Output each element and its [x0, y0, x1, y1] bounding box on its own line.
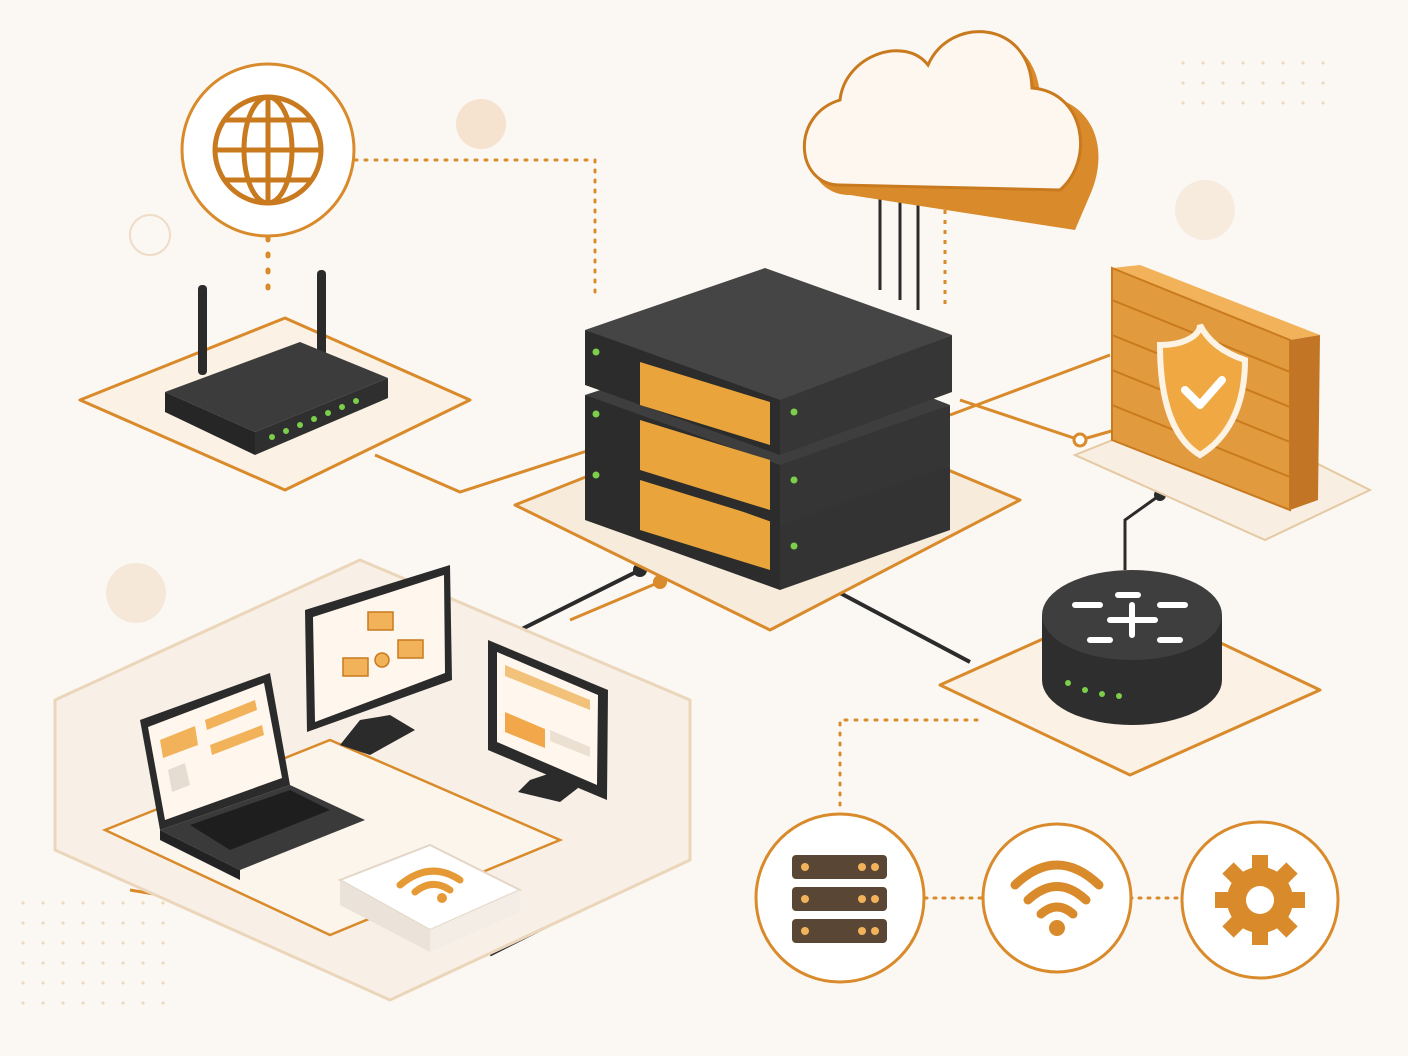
cable-switch-router: [824, 583, 971, 664]
monitor-stand: [340, 715, 415, 755]
settings-node[interactable]: [1180, 820, 1340, 980]
server-rack-icon: [792, 855, 887, 943]
decor-circle: [1175, 180, 1235, 240]
antenna: [317, 270, 326, 365]
cable-firewall-router: [1123, 493, 1161, 570]
wifi-icon: [1010, 860, 1104, 919]
decor-circle: [106, 563, 166, 623]
core-router[interactable]: [1042, 570, 1222, 725]
link-router-switch: [374, 448, 591, 494]
cable-cloud-switch: [878, 190, 920, 310]
arrows-icon: [1072, 592, 1188, 643]
wifi-node[interactable]: [981, 822, 1133, 974]
shield-check-icon: [1156, 323, 1249, 459]
globe-icon: [212, 94, 324, 206]
hierarchy-icon: [342, 611, 424, 677]
decor-circle: [129, 214, 171, 256]
access-point[interactable]: [337, 843, 523, 952]
dot-grid-decoration: [15, 900, 165, 1020]
dotted-link-globe-switch: [353, 158, 597, 302]
dot-grid-decoration: [1170, 45, 1340, 120]
switch-stack[interactable]: [585, 268, 952, 590]
status-leds: [592, 348, 798, 550]
status-leds: [269, 398, 359, 440]
wireless-router[interactable]: [165, 270, 388, 455]
antenna: [198, 285, 207, 375]
decor-circle: [456, 99, 506, 149]
laptop[interactable]: [140, 673, 365, 880]
dotted-link-router-servers: [838, 718, 987, 807]
servers-node[interactable]: [754, 812, 926, 984]
status-leds: [1065, 680, 1122, 699]
switch-unit: [585, 268, 952, 455]
globe-node[interactable]: [180, 62, 356, 238]
monitor-dashboard[interactable]: [488, 640, 608, 802]
dashboard-panels: [505, 665, 590, 757]
gear-icon: [1215, 855, 1305, 945]
wifi-icon: [396, 867, 464, 896]
monitor-org-chart[interactable]: [305, 565, 452, 755]
screen-content: [160, 700, 264, 792]
cloud-node[interactable]: [802, 30, 1099, 231]
firewall[interactable]: [1111, 265, 1320, 512]
keyboard: [190, 790, 330, 850]
